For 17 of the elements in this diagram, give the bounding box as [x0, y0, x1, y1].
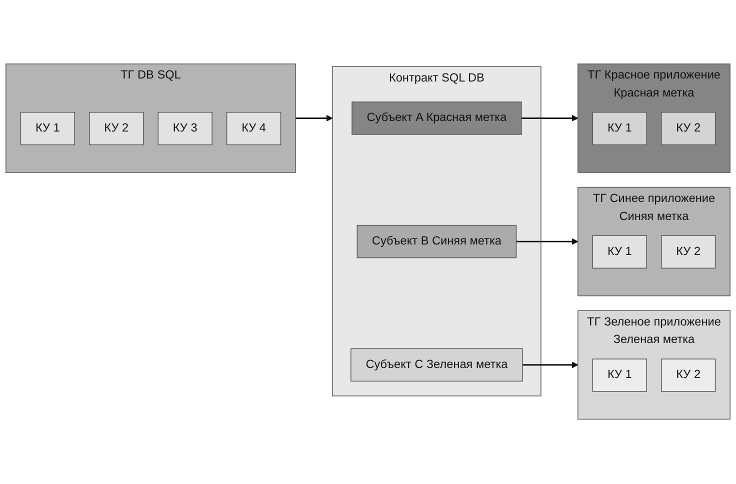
- node-box: КУ 1: [592, 359, 647, 392]
- node-box: КУ 1: [20, 112, 75, 146]
- arrow: [516, 238, 578, 246]
- arrow: [296, 115, 333, 122]
- node-box: КУ 2: [661, 112, 716, 146]
- node-box: Субъект C Зеленая метка: [350, 348, 523, 382]
- node-box: Субъект A Красная метка: [352, 102, 522, 136]
- node-box: КУ 4: [226, 112, 282, 146]
- node-box: КУ 2: [661, 236, 716, 269]
- node-box: Субъект B Синяя метка: [356, 225, 517, 259]
- node-box: КУ 1: [592, 112, 647, 146]
- node-box: КУ 3: [158, 112, 212, 146]
- arrow: [522, 362, 578, 369]
- node-box: КУ 1: [592, 236, 647, 269]
- node-box: КУ 2: [89, 112, 144, 146]
- arrow: [521, 115, 578, 122]
- node-box: КУ 2: [661, 359, 716, 392]
